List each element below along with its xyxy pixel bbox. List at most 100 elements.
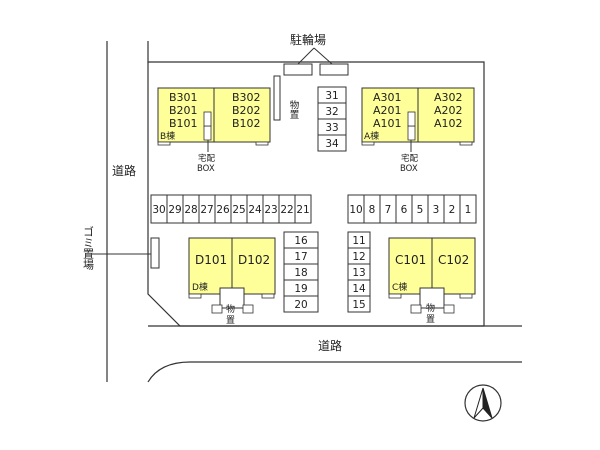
parking-space-number: 31: [325, 90, 338, 102]
parking-space: 1: [459, 194, 477, 224]
parking-space: 25: [230, 194, 248, 224]
road-bottom-lower-edge: [147, 361, 522, 383]
storage-c-label-bottom: 置: [426, 314, 435, 325]
parking-space: 11: [347, 231, 371, 249]
building-a: [361, 87, 475, 146]
bicycle-rack-2: [319, 63, 349, 76]
building-tag: B棟: [160, 130, 175, 142]
unit-label: B201: [169, 104, 198, 117]
parking-space: 13: [347, 263, 371, 281]
unit-label: A102: [434, 117, 463, 130]
bicycle-leader-2: [313, 47, 333, 65]
storage-d-label-top: 物: [226, 303, 235, 315]
parking-space-number: 27: [200, 204, 213, 216]
parking-space-number: 3: [433, 204, 440, 216]
parking-space: 22: [278, 194, 296, 224]
storage-d-label-bottom: 置: [226, 315, 235, 326]
parking-space: 24: [246, 194, 264, 224]
unit-label: A202: [434, 104, 463, 117]
parking-space: 10: [347, 194, 365, 224]
parking-space-number: 17: [294, 251, 307, 263]
parking-space-number: 22: [280, 204, 293, 216]
parking-space-number: 29: [168, 204, 181, 216]
storage-b: [273, 75, 281, 121]
parking-space-number: 24: [248, 204, 262, 216]
bicycle-rack-1: [283, 63, 313, 76]
parking-space: 6: [395, 194, 413, 224]
parking-space: 34: [317, 134, 347, 152]
parking-space-number: 11: [352, 235, 365, 247]
parking-space-number: 20: [294, 299, 307, 311]
building-c: [388, 237, 476, 314]
storage-b-label: 物置: [288, 99, 300, 119]
parking-space-number: 26: [216, 204, 230, 216]
parking-space-number: 10: [349, 204, 362, 216]
unit-label: D102: [238, 253, 270, 267]
parking-space-number: 13: [352, 267, 365, 279]
unit-label: A101: [373, 117, 402, 130]
parking-space-number: 28: [184, 204, 197, 216]
parking-space-number: 21: [296, 204, 309, 216]
parking-space-number: 12: [352, 251, 365, 263]
parking-space: 30: [150, 194, 168, 224]
parking-space: 17: [283, 247, 319, 265]
box-b-label-top: 宅配: [198, 153, 216, 164]
parking-space: 15: [347, 295, 371, 313]
road-bottom-label: 道路: [318, 338, 342, 353]
parking-space: 8: [363, 194, 381, 224]
parking-space: 20: [283, 295, 319, 313]
parking-space-number: 19: [294, 283, 307, 295]
box-b-label-bottom: BOX: [197, 164, 215, 174]
unit-label: B202: [232, 104, 261, 117]
unit-label: B302: [232, 91, 261, 104]
unit-label: C101: [395, 253, 426, 267]
unit-label: B301: [169, 91, 198, 104]
bicycle-parking-label: 駐輪場: [290, 32, 326, 47]
unit-label: B101: [169, 117, 198, 130]
garbage-station: [150, 237, 160, 269]
unit-label: A301: [373, 91, 402, 104]
parking-space: 19: [283, 279, 319, 297]
building-tag: D棟: [192, 281, 208, 293]
bicycle-leader-1: [297, 47, 315, 65]
parking-space-number: 34: [325, 138, 339, 150]
parking-space: 28: [182, 194, 200, 224]
road-left-label: 道路: [112, 163, 136, 178]
parking-space: 5: [411, 194, 429, 224]
parking-space-number: 23: [264, 204, 277, 216]
parking-space-number: 33: [325, 122, 338, 134]
parking-space: 29: [166, 194, 184, 224]
parking-space-number: 5: [417, 204, 424, 216]
box-a-label-top: 宅配: [401, 153, 419, 164]
parking-space: 26: [214, 194, 232, 224]
box-a-label-bottom: BOX: [400, 164, 418, 174]
parking-space: 18: [283, 263, 319, 281]
parking-space: 12: [347, 247, 371, 265]
unit-label: D101: [195, 253, 227, 267]
parking-space: 33: [317, 118, 347, 136]
unit-label: C102: [438, 253, 469, 267]
storage-c-label-top: 物: [426, 302, 435, 314]
parking-space-number: 16: [294, 235, 308, 247]
parking-space: 32: [317, 102, 347, 120]
parking-space: 27: [198, 194, 216, 224]
parking-space: 3: [427, 194, 445, 224]
garbage-label: ゴミ置場: [82, 225, 95, 271]
parking-space: 21: [294, 194, 312, 224]
parking-space: 14: [347, 279, 371, 297]
site-boundary: [147, 41, 485, 326]
north-arrow-icon: [464, 384, 502, 422]
parking-space-number: 18: [294, 267, 307, 279]
parking-space-number: 8: [369, 204, 376, 216]
parking-space: 16: [283, 231, 319, 249]
parking-space-number: 1: [465, 204, 472, 216]
parking-space: 23: [262, 194, 280, 224]
building-b: [157, 87, 271, 146]
unit-label: B102: [232, 117, 261, 130]
parking-space-number: 30: [152, 204, 165, 216]
building-tag: C棟: [392, 281, 407, 293]
parking-space: 31: [317, 86, 347, 104]
parking-space-number: 25: [232, 204, 245, 216]
